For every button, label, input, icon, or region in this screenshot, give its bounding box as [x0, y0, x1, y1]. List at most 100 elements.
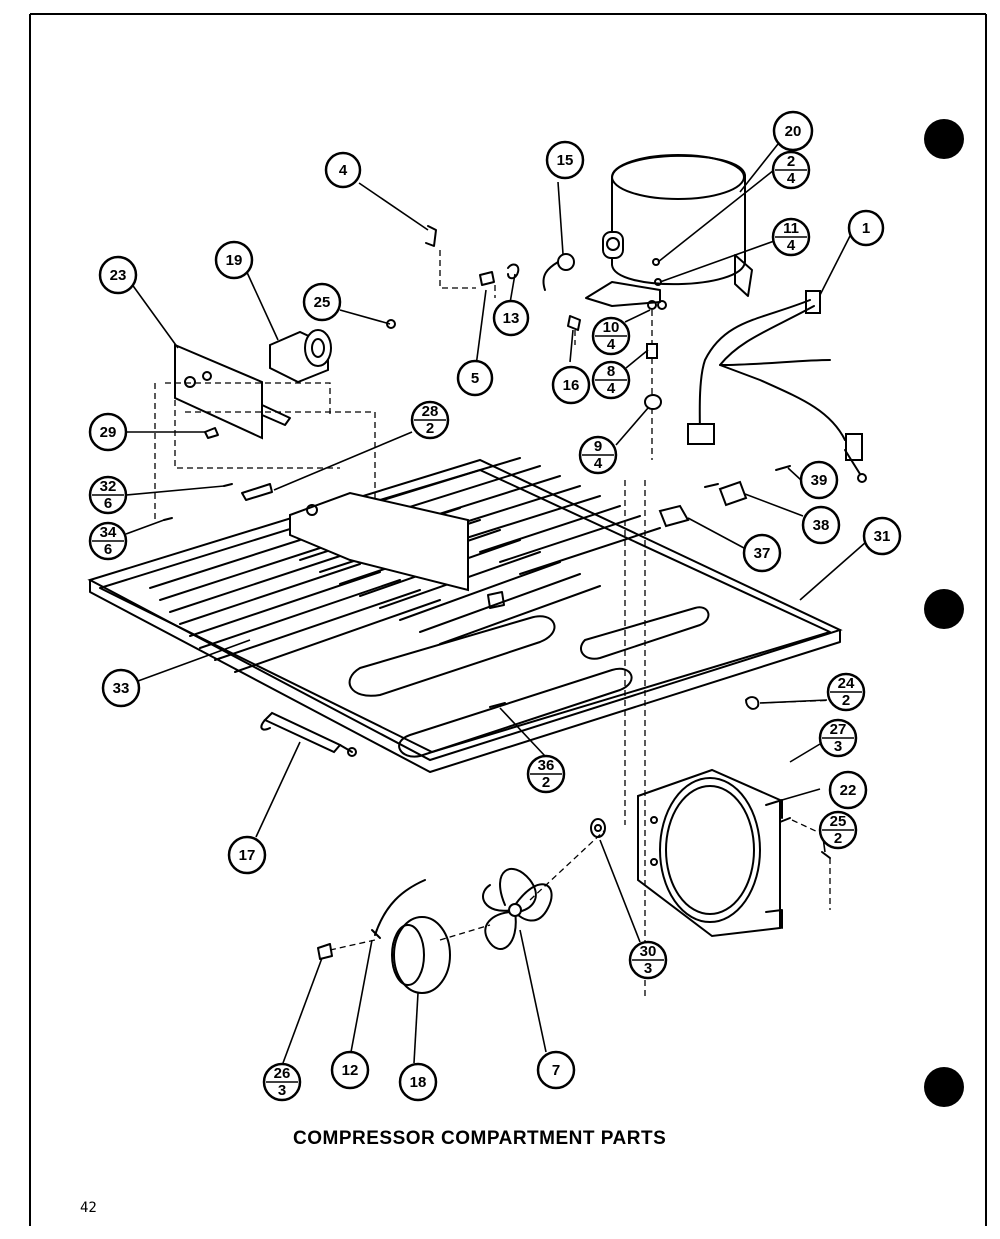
callout-19: 19: [214, 240, 254, 280]
callout-37-number: 37: [754, 545, 771, 562]
page-number: 42: [80, 1200, 97, 1216]
callout-26-quantity: 3: [278, 1082, 286, 1099]
callout-26: 26 3: [262, 1062, 302, 1102]
callout-5: 5: [456, 359, 494, 397]
callout-29: 29: [88, 412, 128, 452]
callout-4: 4: [324, 151, 362, 189]
callout-12-number: 12: [342, 1062, 359, 1079]
callout-28-number: 28: [422, 403, 439, 420]
callout-23: 23: [98, 255, 138, 295]
callout-12: 12: [330, 1050, 370, 1090]
callout-22: 22: [828, 770, 868, 810]
callout-36-number: 36: [538, 757, 555, 774]
callout-1: 1: [847, 209, 885, 247]
callout-19-number: 19: [226, 252, 243, 269]
callout-16-number: 16: [563, 377, 580, 394]
leader-lines: [125, 143, 867, 1064]
callout-9-number: 9: [594, 438, 602, 455]
callout-24: 24 2: [826, 672, 866, 712]
compressor-drawing: [585, 154, 753, 307]
callout-25-bottom: 25 2: [818, 810, 858, 850]
callout-31-number: 31: [874, 528, 891, 545]
punch-hole-top: [924, 119, 964, 159]
callout-30-quantity: 3: [644, 960, 652, 977]
callout-20: 20: [772, 110, 814, 152]
callout-28: 28 2: [410, 400, 450, 440]
callout-11-quantity: 4: [787, 237, 796, 254]
callout-8-number: 8: [607, 363, 615, 380]
relay-bracket-drawing: [174, 329, 332, 440]
diagram-caption: COMPRESSOR COMPARTMENT PARTS: [293, 1128, 666, 1149]
callout-23-number: 23: [110, 267, 127, 284]
callout-20-number: 20: [785, 123, 802, 140]
callout-11: 11 4: [771, 217, 811, 257]
small-hardware-drawing: [163, 225, 667, 521]
callout-39: 39: [799, 460, 839, 500]
punch-hole-middle: [924, 589, 964, 629]
callout-7: 7: [536, 1050, 576, 1090]
callout-37: 37: [742, 533, 782, 573]
punch-hole-bottom: [924, 1067, 964, 1107]
callout-27-quantity: 3: [834, 738, 842, 755]
callout-10: 10 4: [591, 316, 631, 356]
callout-18-number: 18: [410, 1074, 427, 1091]
wiring-harness-drawing: [687, 290, 867, 483]
callout-25-top-number: 25: [314, 294, 331, 311]
fan-blade-drawing: [482, 868, 553, 950]
callout-7-number: 7: [552, 1062, 560, 1079]
callout-34-quantity: 6: [104, 541, 112, 558]
callout-32-number: 32: [100, 478, 117, 495]
assembly-lines: [154, 250, 841, 1000]
callout-33: 33: [101, 668, 141, 708]
callout-26-number: 26: [274, 1065, 291, 1082]
callout-27: 27 3: [818, 718, 858, 758]
callout-13: 13: [492, 299, 530, 337]
callout-9: 9 4: [578, 435, 618, 475]
callout-15: 15: [545, 140, 585, 180]
callout-32: 32 6: [88, 475, 128, 515]
callout-33-number: 33: [113, 680, 130, 697]
callout-29-number: 29: [100, 424, 117, 441]
callout-2-number: 2: [787, 153, 795, 170]
callout-27-number: 27: [830, 721, 847, 738]
callout-30: 30 3: [628, 940, 668, 980]
fan-shroud-drawing: [637, 768, 783, 938]
callout-25-top: 25: [302, 282, 342, 322]
callout-8-quantity: 4: [607, 380, 616, 397]
callout-34-number: 34: [100, 524, 117, 541]
callout-8: 8 4: [591, 360, 631, 400]
callout-17-number: 17: [239, 847, 256, 864]
fan-motor-drawing: [317, 696, 831, 994]
callout-38-number: 38: [813, 517, 830, 534]
callout-17: 17: [227, 835, 267, 875]
callout-4-number: 4: [339, 162, 348, 179]
callout-18: 18: [398, 1062, 438, 1102]
callout-16: 16: [551, 365, 591, 405]
callout-1-number: 1: [862, 220, 870, 237]
callout-24-quantity: 2: [842, 692, 850, 709]
callout-15-number: 15: [557, 152, 574, 169]
callout-13-number: 13: [503, 310, 520, 327]
callout-24-number: 24: [838, 675, 855, 692]
dryer-drawing: [260, 711, 357, 757]
callout-2: 2 4: [771, 150, 811, 190]
callout-25-bottom-number: 25: [830, 813, 847, 830]
callout-10-quantity: 4: [607, 336, 616, 353]
callout-38: 38: [801, 505, 841, 545]
callout-2-quantity: 4: [787, 170, 796, 187]
condenser-coil-rows: [149, 457, 661, 673]
callout-5-number: 5: [471, 370, 479, 387]
callout-9-quantity: 4: [594, 455, 603, 472]
callout-36: 36 2: [526, 754, 566, 794]
callout-10-number: 10: [603, 319, 620, 336]
callout-25-bottom-quantity: 2: [834, 830, 842, 847]
callout-22-number: 22: [840, 782, 857, 799]
callout-36-quantity: 2: [542, 774, 550, 791]
relay-components-drawing: [658, 465, 791, 528]
callout-30-number: 30: [640, 943, 657, 960]
page-frame: [29, 13, 987, 1226]
callout-31: 31: [862, 516, 902, 556]
base-pan-drawing: [87, 457, 843, 773]
callout-32-quantity: 6: [104, 495, 112, 512]
